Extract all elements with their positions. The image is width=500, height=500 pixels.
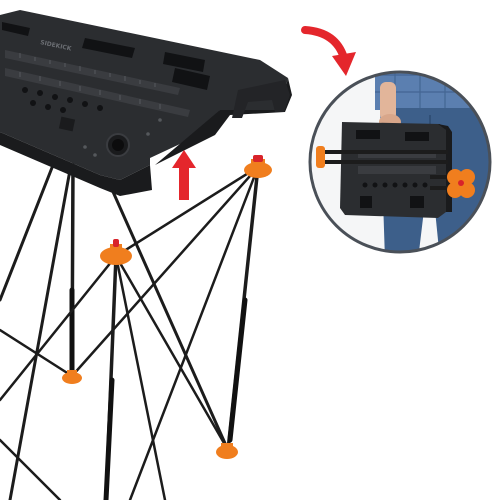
hub-right xyxy=(244,155,272,178)
carry-inset xyxy=(308,70,492,254)
red-cap xyxy=(113,239,119,247)
leg xyxy=(0,158,57,302)
leg xyxy=(128,165,260,500)
leg-frame xyxy=(0,158,260,500)
up-arrow-icon xyxy=(172,150,196,200)
ruler-strip xyxy=(5,50,180,95)
leg xyxy=(114,254,167,500)
cup-holder xyxy=(106,133,130,157)
leg xyxy=(70,165,260,378)
leg xyxy=(8,168,72,500)
tabletop: SIDEKICK xyxy=(0,10,292,196)
tabletop-front-edge xyxy=(0,132,152,196)
curved-arrow-icon xyxy=(301,26,356,76)
leg-post-lower xyxy=(227,297,248,443)
tabletop-side xyxy=(155,78,292,165)
hub-center xyxy=(100,239,132,265)
foot-right xyxy=(216,443,238,459)
red-cap xyxy=(253,155,263,162)
side-handle xyxy=(232,80,290,118)
leg xyxy=(108,183,230,452)
ruler-strip xyxy=(5,68,190,117)
screw-dots xyxy=(83,118,162,157)
leg xyxy=(114,254,230,452)
folded-bench xyxy=(316,122,475,218)
leg xyxy=(0,254,118,402)
orange-feet xyxy=(62,155,272,459)
tabletop-slots xyxy=(2,22,210,90)
leg xyxy=(0,438,62,500)
leg-post-lower xyxy=(103,377,115,500)
tabletop-recess xyxy=(58,116,76,132)
tabletop-holes xyxy=(22,87,103,113)
inset-border xyxy=(308,70,492,254)
arm xyxy=(380,82,396,120)
tabletop-surface xyxy=(0,10,288,180)
ruler-ticks xyxy=(19,53,161,109)
leg xyxy=(114,165,260,258)
foot-left xyxy=(62,370,82,384)
leg xyxy=(0,328,74,378)
